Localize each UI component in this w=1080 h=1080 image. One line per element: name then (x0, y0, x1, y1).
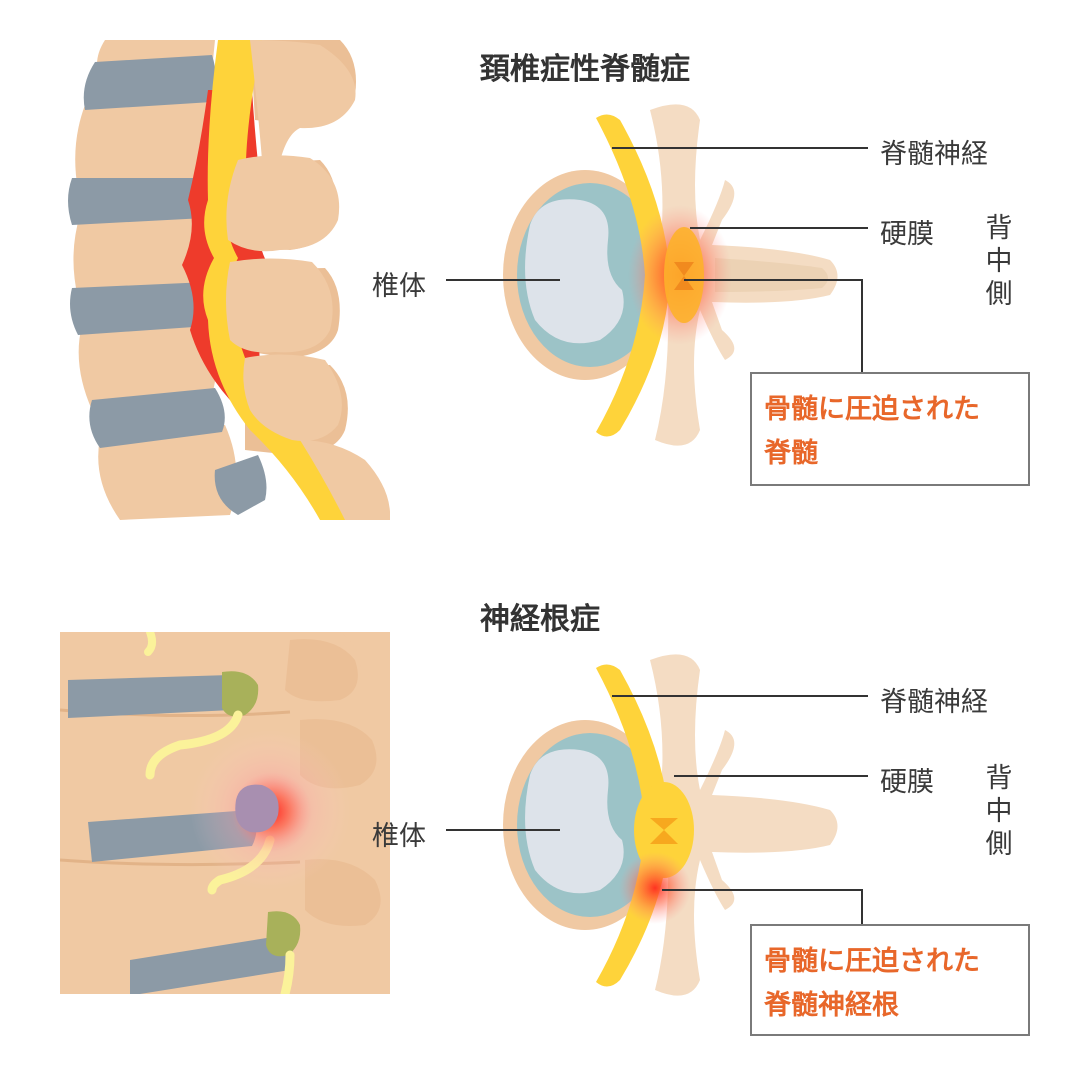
top-title: 頚椎症性脊髄症 (480, 52, 690, 87)
posterior-bone (226, 155, 340, 252)
vertebral-body (73, 208, 210, 298)
vertebral-body (78, 318, 217, 410)
bottom-title: 神経根症 (480, 602, 600, 637)
bottom-callout-box: 骨髄に圧迫された 脊髄神経根 (750, 924, 1030, 1036)
posterior-bone (250, 40, 356, 172)
bottom-label-spinal-nerve: 脊髄神経 (880, 687, 988, 718)
nerve-root (280, 950, 295, 994)
bottom-callout-line1: 骨髄に圧迫された (764, 946, 980, 977)
compressed-nerve-root (235, 784, 279, 833)
intervertebral-disc (130, 935, 294, 994)
leader-callout (684, 279, 863, 372)
top-sagittal-spine (68, 40, 390, 520)
bottom-sagittal-spine (60, 632, 390, 994)
intervertebral-disc (68, 178, 211, 225)
spinous-process (715, 258, 828, 292)
dura-arch (596, 114, 670, 437)
top-callout-line1: 骨髄に圧迫された (764, 394, 980, 425)
compression-glow (619, 852, 691, 924)
vertebral-body-inner (525, 749, 624, 894)
intervertebral-disc (214, 455, 267, 515)
posterior-bone (226, 258, 333, 353)
top-label-vertebra: 椎体 (372, 271, 426, 302)
top-label-spinal-nerve: 脊髄神経 (880, 139, 988, 170)
bottom-label-vertebra: 椎体 (372, 821, 426, 852)
nerve-root-end (222, 671, 259, 717)
bottom-side-label: 背中側 (985, 763, 1013, 860)
grey-matter (674, 262, 694, 290)
vertebral-body (98, 425, 237, 520)
top-label-dura: 硬膜 (880, 219, 934, 250)
posterior-bone (243, 354, 342, 441)
intervertebral-disc (68, 675, 236, 718)
intervertebral-disc (70, 282, 214, 335)
top-side-label: 背中側 (985, 213, 1013, 310)
top-leader-lines (446, 147, 868, 372)
nerve-root (145, 710, 243, 780)
leader-callout (662, 889, 863, 924)
vertebral-body (75, 98, 210, 190)
bottom-callout-line2: 脊髄神経根 (764, 990, 899, 1021)
vertebral-body-inner (525, 199, 624, 344)
grey-matter (650, 818, 678, 844)
bottom-leader-lines (446, 695, 868, 924)
bottom-label-dura: 硬膜 (880, 767, 934, 798)
top-callout-line2: 脊髄 (764, 438, 818, 469)
posterior-bone (305, 859, 381, 926)
posterior-bone (285, 639, 358, 702)
bottom-axial-section (503, 654, 838, 996)
top-callout-box: 骨髄に圧迫された 脊髄 (750, 372, 1030, 486)
posterior-bone (300, 440, 390, 520)
nerve-root (144, 632, 157, 656)
top-axial-section (503, 104, 838, 446)
lamina (650, 654, 838, 996)
nerve-root-end (266, 911, 301, 957)
intervertebral-disc (89, 388, 225, 448)
intervertebral-disc (83, 55, 216, 110)
